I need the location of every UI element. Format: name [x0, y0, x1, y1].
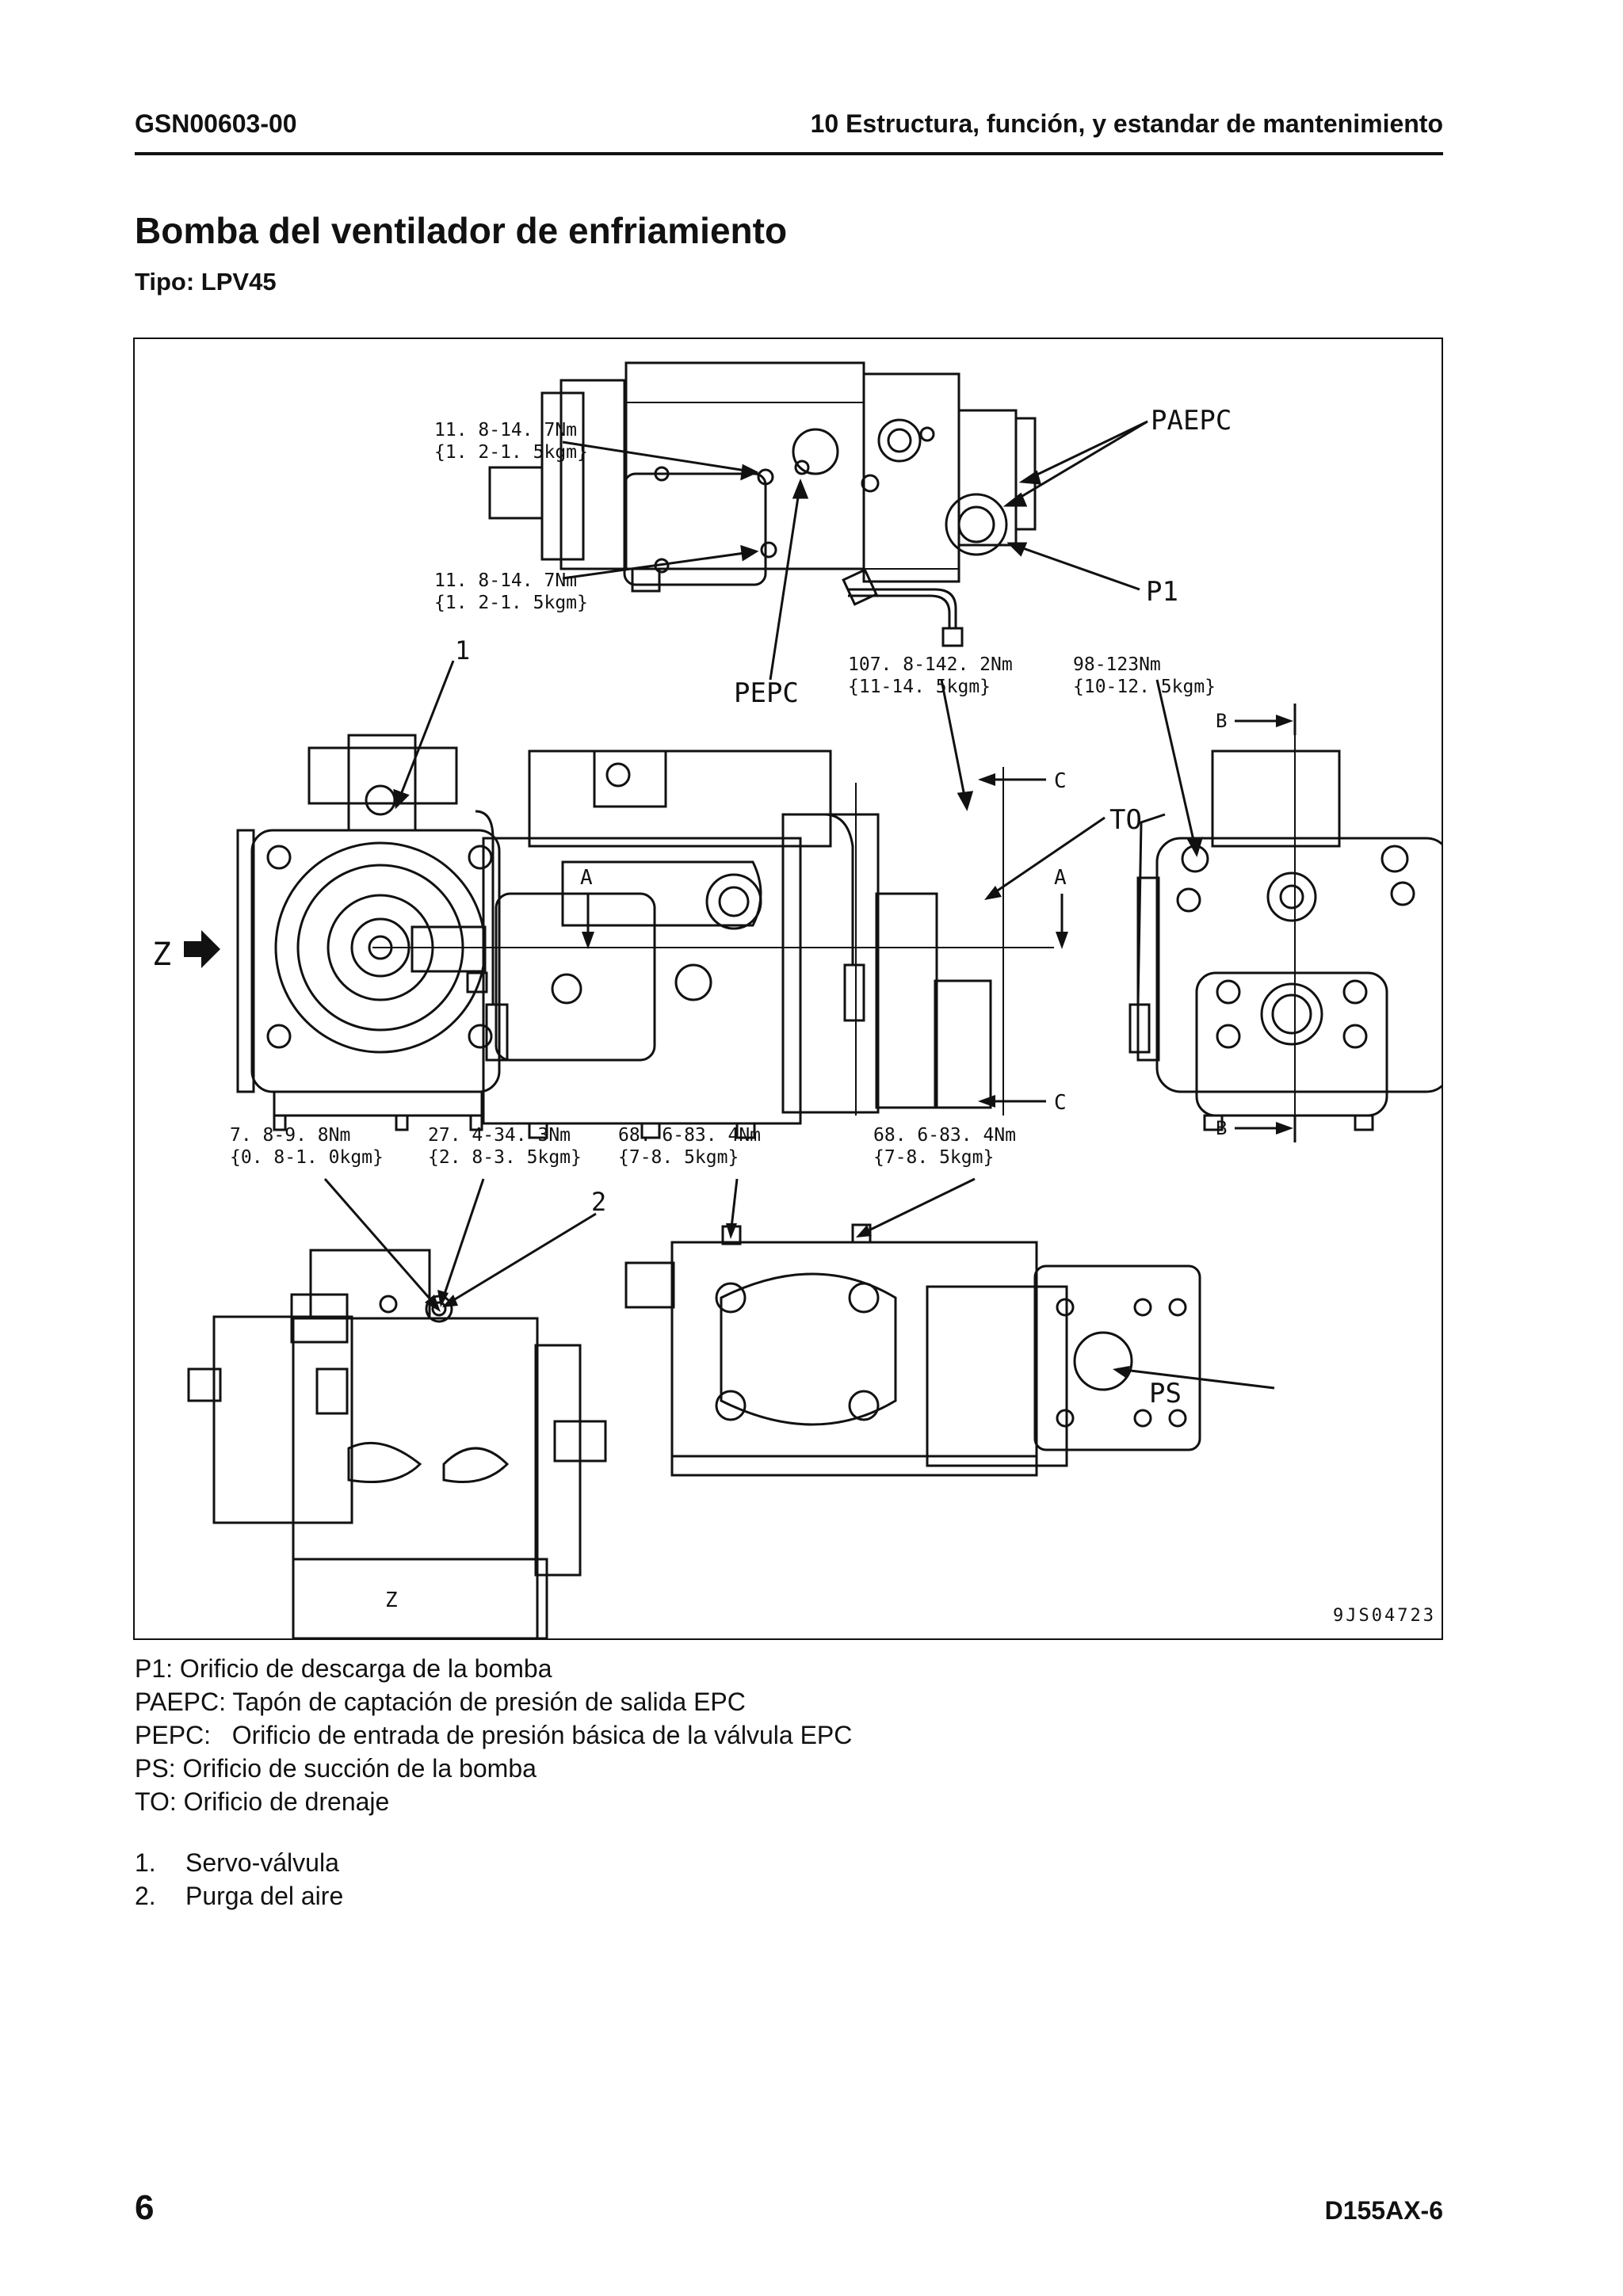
legend-item-to: TO: Orificio de drenaje	[135, 1787, 390, 1816]
port-label-ps: PS	[1149, 1378, 1182, 1409]
svg-text:C: C	[1054, 769, 1067, 793]
model-code: D155AX-6	[1324, 2196, 1443, 2225]
legend-item-paepc: PAEPC: Tapón de captación de presión de …	[135, 1688, 746, 1716]
page-title: Bomba del ventilador de enfriamiento	[135, 210, 788, 251]
torque-5-nm: 7. 8-9. 8Nm	[230, 1125, 350, 1146]
port-label-to: TO	[1109, 804, 1142, 836]
legend-item-ps: PS: Orificio de succión de la bomba	[135, 1754, 537, 1783]
top-view	[488, 361, 1037, 647]
numbered-notes: 1.Servo-válvula 2.Purga del aire	[135, 1846, 343, 1913]
torque-labels: 11. 8-14. 7Nm {1. 2-1. 5kgm} 11. 8-14. 7…	[230, 420, 1216, 1168]
svg-text:1: 1	[455, 635, 470, 666]
port-legend: P1: Orificio de descarga de la bomba PAE…	[135, 1652, 852, 1818]
torque-3-kgm: {11-14. 5kgm}	[848, 677, 991, 697]
torque-7-kgm: {7-8. 5kgm}	[618, 1147, 739, 1168]
legend-item-p1: P1: Orificio de descarga de la bomba	[135, 1654, 552, 1683]
torque-4-kgm: {10-12. 5kgm}	[1073, 677, 1216, 697]
bottom-left-leaders: 2	[323, 1178, 606, 1312]
page-subtitle: Tipo: LPV45	[135, 268, 277, 296]
torque-2-nm: 11. 8-14. 7Nm	[434, 570, 577, 591]
svg-text:A: A	[1054, 866, 1067, 890]
port-label-paepc: PAEPC	[1151, 405, 1232, 437]
z-view	[187, 1249, 607, 1638]
svg-text:B: B	[1216, 1117, 1227, 1139]
torque-6-nm: 27. 4-34. 3Nm	[428, 1125, 571, 1146]
note-item: 1.Servo-válvula	[135, 1848, 339, 1877]
port-label-pepc: PEPC	[734, 677, 799, 709]
legend-item-pepc: PEPC: Orificio de entrada de presión bás…	[135, 1721, 853, 1749]
torque-1-kgm: {1. 2-1. 5kgm}	[434, 442, 588, 463]
bottom-view	[624, 1177, 1275, 1477]
torque-8-nm: 68. 6-83. 4Nm	[873, 1125, 1016, 1146]
to-leader	[984, 816, 1106, 900]
z-view-label: Z	[385, 1589, 398, 1612]
front-view: Z 1	[152, 635, 509, 1131]
pump-drawing: Z 1	[152, 361, 1442, 1638]
torque-8-kgm: {7-8. 5kgm}	[873, 1147, 994, 1168]
svg-text:2: 2	[591, 1187, 606, 1217]
rear-view: B B	[1128, 704, 1442, 1142]
section-marks: A A C C	[580, 767, 1068, 1116]
torque-7-nm: 68. 6-83. 4Nm	[618, 1125, 761, 1146]
doc-code: GSN00603-00	[135, 109, 297, 138]
page-number: 6	[135, 2188, 155, 2227]
pump-drawing-figure: Z 1	[133, 338, 1443, 1640]
torque-3-nm: 107. 8-142. 2Nm	[848, 654, 1013, 675]
torque-1-nm: 11. 8-14. 7Nm	[434, 420, 577, 441]
port-label-p1: P1	[1146, 576, 1178, 608]
torque-2-kgm: {1. 2-1. 5kgm}	[434, 593, 588, 613]
section-title: 10 Estructura, función, y estandar de ma…	[810, 109, 1443, 138]
svg-text:C: C	[1054, 1091, 1067, 1115]
top-leaders	[393, 420, 1204, 857]
side-view	[372, 749, 1054, 1139]
port-labels: PAEPC P1 PEPC TO PS	[734, 405, 1232, 1409]
torque-6-kgm: {2. 8-3. 5kgm}	[428, 1147, 582, 1168]
header-rule	[135, 152, 1443, 155]
figure-id: 9JS04723	[1333, 1606, 1436, 1626]
z-label-left: Z	[152, 936, 171, 973]
note-item: 2.Purga del aire	[135, 1882, 344, 1910]
torque-4-nm: 98-123Nm	[1073, 654, 1161, 675]
torque-5-kgm: {0. 8-1. 0kgm}	[230, 1147, 384, 1168]
svg-text:B: B	[1216, 710, 1227, 732]
svg-text:A: A	[580, 866, 593, 890]
